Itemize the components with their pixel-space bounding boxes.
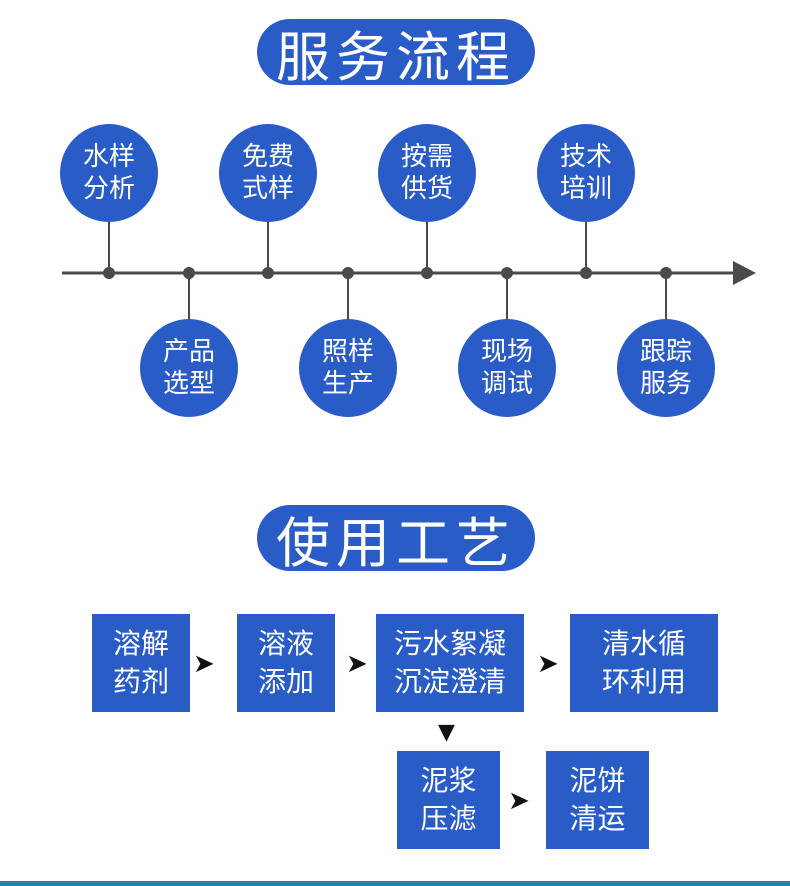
process-dissolve: 溶解 药剂 <box>92 614 190 712</box>
step-label: 跟踪 <box>639 337 692 367</box>
process-label: 药剂 <box>112 665 169 698</box>
timeline-dot <box>660 267 672 279</box>
arrow-right-icon: ➤ <box>508 786 530 816</box>
process-label: 环利用 <box>601 665 686 698</box>
step-training: 技术 培训 <box>537 124 635 222</box>
process-label: 压滤 <box>420 802 477 835</box>
process-label: 清水循 <box>601 627 686 660</box>
usage-process-title: 使用工艺 <box>257 505 535 575</box>
arrow-right-icon: ➤ <box>346 649 368 679</box>
process-cake-removal: 泥饼 清运 <box>546 751 649 849</box>
step-water-analysis: 水样 分析 <box>60 124 158 222</box>
step-product-selection: 产品 选型 <box>140 319 238 417</box>
arrow-right-icon: ➤ <box>193 649 215 679</box>
step-onsite-debug: 现场 调试 <box>458 319 556 417</box>
step-label: 水样 <box>82 142 135 172</box>
arrow-down-icon: ▼ <box>438 720 455 745</box>
timeline-dot <box>262 267 274 279</box>
process-flocculation: 污水絮凝 沉淀澄清 <box>376 614 524 712</box>
step-label: 供货 <box>400 174 453 204</box>
timeline <box>62 220 756 320</box>
step-label: 生产 <box>321 369 374 399</box>
process-label: 污水絮凝 <box>393 627 506 660</box>
step-production: 照样 生产 <box>299 319 397 417</box>
arrow-right-icon: ➤ <box>537 649 559 679</box>
step-label: 技术 <box>559 142 612 172</box>
step-label: 式样 <box>241 174 294 204</box>
step-label: 培训 <box>559 174 612 204</box>
timeline-dot <box>103 267 115 279</box>
step-free-sample: 免费 式样 <box>219 124 317 222</box>
step-label: 调试 <box>480 369 533 399</box>
timeline-dot <box>421 267 433 279</box>
process-label: 泥浆 <box>420 764 477 797</box>
process-label: 清运 <box>569 802 626 835</box>
process-filter-press: 泥浆 压滤 <box>397 751 500 849</box>
process-label: 添加 <box>257 665 314 698</box>
process-add-solution: 溶液 添加 <box>237 614 335 712</box>
process-label: 沉淀澄清 <box>393 665 506 698</box>
step-followup: 跟踪 服务 <box>617 319 715 417</box>
timeline-dot <box>183 267 195 279</box>
step-label: 现场 <box>480 337 533 367</box>
timeline-dot <box>501 267 513 279</box>
process-label: 泥饼 <box>569 764 626 797</box>
step-label: 服务 <box>639 369 692 399</box>
process-label: 溶解 <box>112 627 169 660</box>
timeline-dot <box>580 267 592 279</box>
timeline-dot <box>342 267 354 279</box>
step-supply: 按需 供货 <box>378 124 476 222</box>
step-label: 按需 <box>400 142 453 172</box>
step-label: 产品 <box>162 337 215 367</box>
step-label: 分析 <box>82 174 135 204</box>
timeline-arrowhead <box>733 261 756 285</box>
process-label: 溶液 <box>257 627 314 660</box>
process-water-recycle: 清水循 环利用 <box>570 614 718 712</box>
step-label: 选型 <box>162 369 215 399</box>
step-label: 照样 <box>321 337 374 367</box>
service-flow-title: 服务流程 <box>257 19 535 89</box>
step-label: 免费 <box>241 142 294 172</box>
footer-divider <box>0 881 790 886</box>
